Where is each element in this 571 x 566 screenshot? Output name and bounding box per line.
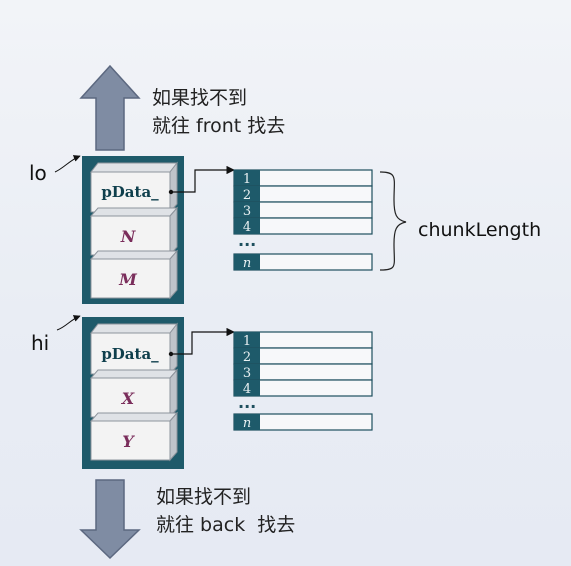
lower-chunk-row-last: n: [233, 413, 373, 431]
bottom-note-line2: 就往 back 找去: [156, 514, 295, 536]
chunk-brace: [379, 171, 407, 271]
lower-cell-pdata-label: pData_: [101, 345, 159, 363]
up-arrow-icon: [79, 64, 141, 151]
top-note-line2: 就往 front 找去: [152, 115, 285, 137]
upper-chunk-row: 1: [233, 169, 373, 187]
upper-cell-n: N: [89, 206, 179, 257]
upper-chunk-row: 4: [233, 217, 373, 235]
upper-chunk-index: 4: [243, 220, 251, 235]
lower-chunk-row: 4: [233, 379, 373, 397]
lower-cell-y-label: Y: [122, 432, 135, 451]
upper-cell-m: M: [89, 249, 179, 300]
upper-chunk-ellipsis: ...: [238, 231, 256, 250]
lower-chunk-ellipsis: ...: [238, 393, 256, 412]
lower-cell-pdata: pData_: [89, 322, 179, 376]
upper-chunk-index: 3: [243, 204, 251, 219]
lower-chunk-index: 3: [243, 366, 251, 381]
upper-cell-pdata: pData_: [89, 161, 179, 214]
lower-chunk-row: 3: [233, 363, 373, 381]
lower-chunk-row: 2: [233, 347, 373, 365]
upper-chunk-index: 1: [243, 172, 251, 187]
upper-chunk-index: 2: [243, 188, 251, 203]
upper-cell-n-label: N: [120, 227, 137, 246]
upper-chunk-array: 1 2 3 4 ... n: [233, 169, 373, 271]
hi-label: hi: [31, 331, 49, 355]
lower-chunk-index: 1: [243, 334, 251, 349]
upper-chunk-row: 2: [233, 185, 373, 203]
lower-cell-y: Y: [89, 411, 179, 462]
down-arrow-icon: [79, 479, 141, 560]
upper-cell-m-label: M: [118, 270, 138, 289]
upper-block: pData_ N M: [82, 156, 184, 304]
chunk-length-label: chunkLength: [418, 219, 541, 241]
lower-chunk-index-last: n: [243, 416, 251, 431]
lower-cell-x: X: [89, 368, 179, 419]
bottom-note-line1: 如果找不到: [156, 486, 251, 508]
lower-pdata-arrow: [171, 327, 235, 355]
upper-chunk-row: 3: [233, 201, 373, 219]
upper-chunk-row-last: n: [233, 253, 373, 271]
lower-block: pData_ X Y: [82, 317, 184, 469]
top-note-line1: 如果找不到: [152, 87, 247, 109]
lo-label: lo: [29, 161, 47, 185]
hi-pointer-arrow: [56, 315, 81, 331]
upper-cell-pdata-label: pData_: [101, 183, 159, 201]
lower-chunk-index: 2: [243, 350, 251, 365]
lower-chunk-array: 1 2 3 4 ... n: [233, 331, 373, 431]
upper-chunk-index-last: n: [243, 256, 251, 271]
lower-chunk-index: 4: [243, 382, 251, 397]
lo-pointer-arrow: [54, 155, 81, 173]
lower-cell-x-label: X: [121, 389, 135, 408]
lower-chunk-row: 1: [233, 331, 373, 349]
upper-pdata-arrow: [171, 165, 235, 193]
